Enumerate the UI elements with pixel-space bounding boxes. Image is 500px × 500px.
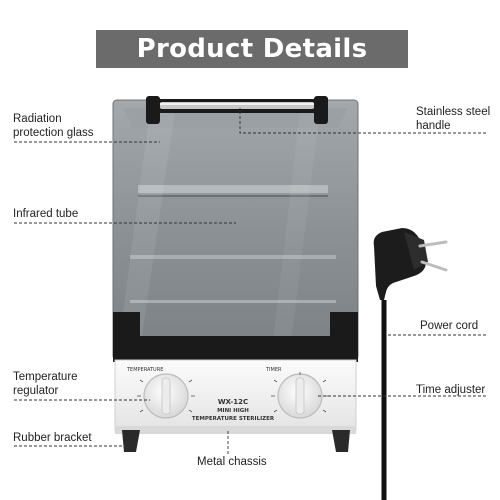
timer-dial-label: TIMER xyxy=(265,367,282,373)
label-power-cord: Power cord xyxy=(420,320,479,332)
infrared-tube xyxy=(138,185,328,193)
model-number: WX-12C xyxy=(218,398,248,406)
label-temperature-regulator-line1: Temperature xyxy=(13,371,78,383)
glass-enclosure xyxy=(112,99,359,361)
time-adjuster-knob[interactable] xyxy=(271,372,329,419)
label-temperature-regulator-line2: regulator xyxy=(13,385,59,397)
label-rubber-bracket: Rubber bracket xyxy=(13,432,92,444)
label-temperature-regulator: Temperature regulator xyxy=(13,370,78,398)
temperature-dial-label: TEMPERATURE xyxy=(126,367,163,373)
label-metal-chassis: Metal chassis xyxy=(197,456,267,468)
label-radiation-glass: Radiation protection glass xyxy=(13,112,94,140)
label-radiation-glass-line1: Radiation xyxy=(13,113,62,125)
stainless-handle xyxy=(146,96,328,124)
label-stainless-handle-line2: handle xyxy=(416,120,451,132)
label-stainless-handle: Stainless steel handle xyxy=(416,105,490,133)
power-cord xyxy=(373,228,448,500)
label-time-adjuster: Time adjuster xyxy=(416,384,486,396)
label-stainless-handle-line1: Stainless steel xyxy=(416,106,491,118)
product-name-line1: MINI HIGH xyxy=(217,408,249,414)
label-infrared-tube: Infrared tube xyxy=(13,208,79,220)
leader-lines xyxy=(14,108,486,455)
black-frame xyxy=(113,312,358,362)
product-name-line2: TEMPERATURE STERILIZER xyxy=(192,416,275,422)
page-title: Product Details xyxy=(96,30,408,68)
leader-stainless-handle xyxy=(239,108,486,134)
temperature-regulator-knob[interactable] xyxy=(137,373,195,419)
label-radiation-glass-line2: protection glass xyxy=(13,127,94,139)
rubber-bracket xyxy=(122,430,350,452)
